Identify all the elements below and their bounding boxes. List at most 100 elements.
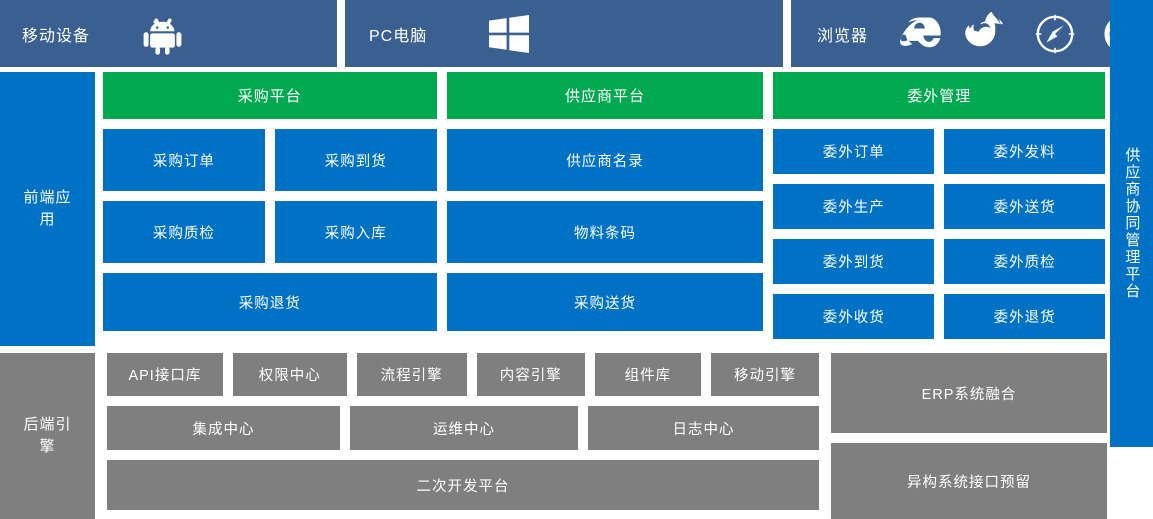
access-channel-bar: 移动设备 PC电脑 [0,0,1153,67]
tile-mobile-engine-label: 移动引擎 [733,368,796,384]
tile-outsource-production-label: 委外生产 [822,200,885,216]
channel-icons-mobile [142,13,182,55]
tile-component-library-label: 组件库 [624,368,672,384]
tile-content-engine[interactable]: 内容引擎 [476,353,585,396]
channel-mobile-devices[interactable]: 移动设备 [0,0,337,67]
tile-supplier-directory-label: 供应商名录 [566,153,644,170]
tile-outsource-return[interactable]: 委外退货 [944,294,1106,339]
tile-log-center-label: 日志中心 [672,421,735,438]
backend-columns: API接口库 权限中心 流程引擎 内容引擎 组件库 移动引擎 [107,353,1107,519]
header-supplier-platform[interactable]: 供应商平台 [446,72,764,119]
outsource-row-4: 委外收货 委外退货 [773,294,1106,339]
tile-erp-integration-label: ERP系统融合 [921,386,1017,403]
column-purchase-platform: 采购平台 采购订单 采购到货 采购质检 采购入库 [103,72,437,346]
tile-purchase-delivery-label: 采购送货 [574,295,636,312]
purchase-row-1: 采购订单 采购到货 [103,129,437,191]
outsource-row-2: 委外生产 委外送货 [773,184,1106,229]
column-supplier-platform: 供应商平台 供应商名录 物料条码 采购送货 [446,72,764,346]
tile-process-engine[interactable]: 流程引擎 [356,353,467,396]
tile-mobile-engine[interactable]: 移动引擎 [710,353,819,396]
tile-secondary-development-platform[interactable]: 二次开发平台 [107,460,819,510]
tile-purchase-warehousing-label: 采购入库 [324,225,387,242]
platform-right-rail: 供应商协同管理平台 [1110,0,1153,447]
backend-side-label: 后端引擎 [0,353,95,519]
tile-integration-center[interactable]: 集成中心 [107,406,340,450]
tile-outsource-material-issue-label: 委外发料 [993,145,1056,161]
tile-erp-integration[interactable]: ERP系统融合 [831,353,1107,433]
tile-component-library[interactable]: 组件库 [594,353,701,396]
tile-outsource-material-issue[interactable]: 委外发料 [944,129,1106,174]
tile-purchase-return-label: 采购退货 [238,295,301,312]
tile-outsource-inspection[interactable]: 委外质检 [944,239,1106,284]
tile-supplier-directory[interactable]: 供应商名录 [446,129,764,191]
tile-purchase-arrival[interactable]: 采购到货 [274,129,437,191]
tile-permission-center-label: 权限中心 [258,368,321,384]
tile-purchase-warehousing[interactable]: 采购入库 [274,201,437,263]
channel-label-browser: 浏览器 [817,27,869,45]
tile-purchase-return[interactable]: 采购退货 [103,273,437,331]
outsource-row-1: 委外订单 委外发料 [773,129,1106,174]
tile-permission-center[interactable]: 权限中心 [232,353,347,396]
tile-secondary-development-platform-label: 二次开发平台 [416,478,510,495]
backend-engine-band: 后端引擎 API接口库 权限中心 流程引擎 内容引擎 [0,353,1153,519]
tile-purchase-order[interactable]: 采购订单 [103,129,265,191]
frontend-side-label-text: 前端应用 [23,189,72,228]
header-supplier-platform-label: 供应商平台 [564,88,645,105]
backend-right-group: ERP系统融合 异构系统接口预留 [831,353,1107,519]
platform-right-rail-label: 供应商协同管理平台 [1123,147,1141,300]
frontend-side-label: 前端应用 [0,72,95,346]
tile-outsource-arrival-label: 委外到货 [822,255,885,271]
frontend-application-band: 前端应用 采购平台 采购订单 采购到货 采购质检 [0,72,1153,346]
tile-heterogeneous-interface-reserve-label: 异构系统接口预留 [907,474,1031,491]
tile-purchase-order-label: 采购订单 [152,153,215,170]
tile-material-barcode-label: 物料条码 [574,225,636,242]
tile-outsource-return-label: 委外退货 [993,310,1056,326]
tile-outsource-order-label: 委外订单 [822,145,885,161]
tile-outsource-delivery-label: 委外送货 [993,200,1056,216]
tile-process-engine-label: 流程引擎 [380,368,443,384]
tile-api-library[interactable]: API接口库 [107,353,223,396]
header-purchase-platform-label: 采购平台 [237,88,302,105]
tile-outsource-order[interactable]: 委外订单 [773,129,935,174]
tile-outsource-inspection-label: 委外质检 [993,255,1056,271]
backend-engine-row: API接口库 权限中心 流程引擎 内容引擎 组件库 移动引擎 [107,353,819,396]
tile-content-engine-label: 内容引擎 [499,368,562,384]
header-outsourcing-management[interactable]: 委外管理 [773,72,1106,119]
tile-api-library-label: API接口库 [128,368,202,384]
tile-outsource-production[interactable]: 委外生产 [773,184,935,229]
header-outsourcing-management-label: 委外管理 [907,88,972,105]
purchase-row-2: 采购质检 采购入库 [103,201,437,263]
backend-center-row: 集成中心 运维中心 日志中心 [107,406,819,450]
tile-operations-center-label: 运维中心 [433,421,495,438]
windows-icon [489,14,530,53]
tile-log-center[interactable]: 日志中心 [588,406,819,450]
channel-icons-pc [487,12,531,56]
tile-purchase-inspection[interactable]: 采购质检 [103,201,265,263]
channel-label-pc: PC电脑 [369,27,428,45]
column-outsourcing-management: 委外管理 委外订单 委外发料 委外生产 委外送货 [773,72,1106,346]
channel-label-mobile: 移动设备 [22,27,91,45]
tile-material-barcode[interactable]: 物料条码 [446,201,764,263]
header-purchase-platform[interactable]: 采购平台 [103,72,437,119]
safari-icon [1035,14,1075,53]
tile-outsource-receiving-label: 委外收货 [822,310,885,326]
backend-side-label-text: 后端引擎 [23,416,72,455]
channel-icons-browser [896,11,1146,57]
outsource-row-3: 委外到货 委外质检 [773,239,1106,284]
tile-purchase-delivery[interactable]: 采购送货 [446,273,764,331]
tile-purchase-inspection-label: 采购质检 [152,225,215,242]
tile-purchase-arrival-label: 采购到货 [324,153,387,170]
tile-operations-center[interactable]: 运维中心 [350,406,578,450]
frontend-columns: 采购平台 采购订单 采购到货 采购质检 采购入库 [103,72,1106,346]
channel-pc-computers[interactable]: PC电脑 [345,0,783,67]
internet-explorer-icon [900,16,941,47]
tile-outsource-delivery[interactable]: 委外送货 [944,184,1106,229]
tile-heterogeneous-interface-reserve[interactable]: 异构系统接口预留 [831,443,1107,519]
tile-outsource-arrival[interactable]: 委外到货 [773,239,935,284]
firefox-icon [965,11,1003,46]
backend-left-group: API接口库 权限中心 流程引擎 内容引擎 组件库 移动引擎 [107,353,819,519]
tile-integration-center-label: 集成中心 [192,421,255,438]
tile-outsource-receiving[interactable]: 委外收货 [773,294,935,339]
channel-browsers[interactable]: 浏览器 [791,0,1153,67]
